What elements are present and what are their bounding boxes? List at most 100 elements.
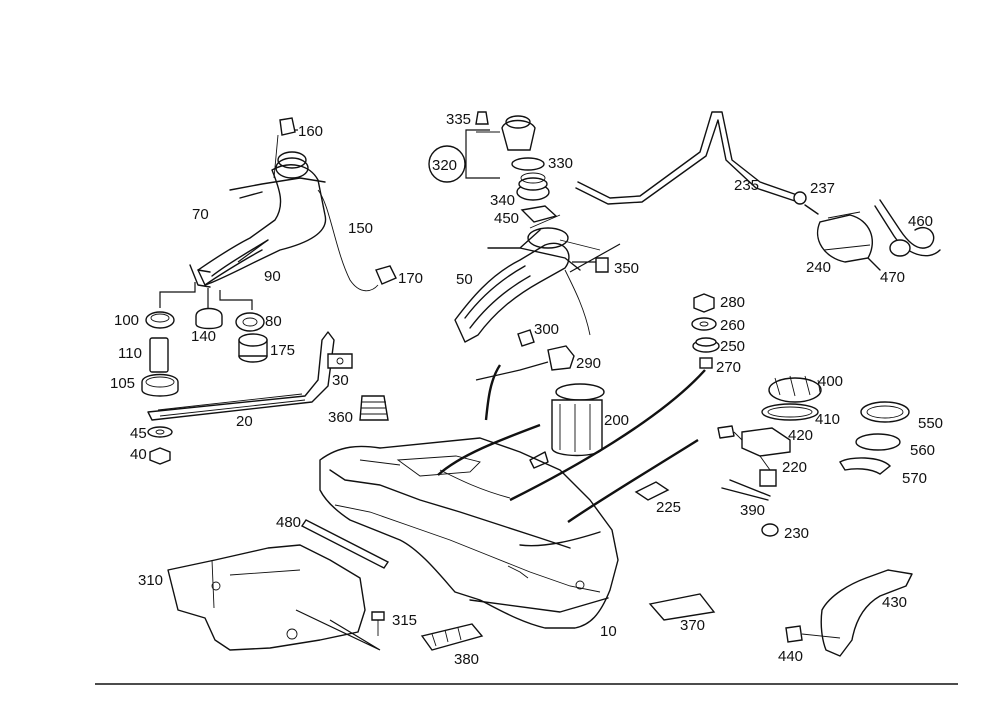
label-460: 460 [908, 213, 933, 230]
fuel-tank-10 [319, 437, 619, 629]
bolt-440 [785, 625, 841, 643]
fuel-pump-200 [529, 383, 605, 469]
pump-290 [475, 345, 575, 381]
label-420: 420 [788, 427, 813, 444]
label-340: 340 [490, 192, 515, 209]
bolt-315 [295, 609, 385, 651]
label-400: 400 [818, 373, 843, 390]
label-350: 350 [614, 260, 639, 277]
clamp-140 [195, 307, 223, 330]
rail-380 [420, 623, 484, 651]
label-380: 380 [454, 651, 479, 668]
label-45: 45 [130, 425, 147, 442]
cap-230 [761, 523, 779, 537]
label-370: 370 [680, 617, 705, 634]
filter-240 [804, 204, 881, 271]
arrow-290-to-tank [484, 364, 502, 421]
label-480: 480 [276, 514, 301, 531]
label-235: 235 [734, 177, 759, 194]
label-70: 70 [192, 206, 209, 223]
vent-line-235 [575, 111, 801, 205]
clamp-100 [145, 311, 175, 329]
label-100: 100 [114, 312, 139, 329]
label-150: 150 [348, 220, 373, 237]
label-300: 300 [534, 321, 559, 338]
label-550: 550 [918, 415, 943, 432]
label-40: 40 [130, 446, 147, 463]
leader-90 [237, 239, 269, 263]
lock-ring-400 [768, 375, 822, 403]
seal-410 [761, 403, 819, 421]
label-440: 440 [778, 648, 803, 665]
label-410: 410 [815, 411, 840, 428]
bracket-320 [428, 129, 500, 183]
label-280: 280 [720, 294, 745, 311]
valve-300 [517, 329, 535, 347]
label-290: 290 [576, 355, 601, 372]
label-30: 30 [332, 372, 349, 389]
filler-neck-50 [454, 214, 601, 343]
seal-550 [860, 401, 910, 423]
clip-170 [375, 265, 397, 285]
label-390: 390 [740, 502, 765, 519]
leader-100 [159, 282, 196, 308]
shield-430 [820, 569, 913, 657]
label-50: 50 [456, 271, 473, 288]
label-320: 320 [432, 157, 457, 174]
clip-335 [475, 111, 500, 133]
sensor-390 [721, 469, 777, 501]
washer-45 [147, 426, 173, 438]
valve-350 [569, 243, 621, 273]
label-237: 237 [810, 180, 835, 197]
label-270: 270 [716, 359, 741, 376]
label-175: 175 [270, 342, 295, 359]
part-labels: 160 150 70 90 170 100 140 80 110 175 105… [110, 111, 943, 668]
label-260: 260 [720, 317, 745, 334]
clip-237 [793, 191, 807, 205]
label-470: 470 [880, 269, 905, 286]
clamp-105 [141, 373, 179, 397]
nut-280 [693, 293, 715, 313]
nut-40 [149, 447, 171, 465]
arrow-270-to-tank [509, 369, 706, 502]
clamp-470 [889, 239, 911, 257]
bracket-30 [327, 353, 353, 369]
seal-340 [516, 172, 550, 201]
label-90: 90 [264, 268, 281, 285]
label-450: 450 [494, 210, 519, 227]
cap-160 [279, 117, 298, 136]
shield-310 [167, 544, 366, 651]
washer-260 [691, 317, 717, 331]
arrow-sender-to-tank [567, 438, 699, 523]
spacer-270 [699, 357, 713, 369]
clamp-80 [235, 312, 265, 332]
label-230: 230 [784, 525, 809, 542]
label-220: 220 [782, 459, 807, 476]
label-570: 570 [902, 470, 927, 487]
filler-neck-assembly-upper-left [189, 134, 379, 292]
bump-stop-360 [359, 395, 389, 421]
bracket-225 [634, 481, 670, 501]
label-80: 80 [265, 313, 282, 330]
label-310: 310 [138, 572, 163, 589]
label-240: 240 [806, 259, 831, 276]
grommet-250 [692, 337, 720, 353]
label-20: 20 [236, 413, 253, 430]
label-170: 170 [398, 270, 423, 287]
arrow-200-to-tank [437, 423, 541, 476]
fuel-sender-220 [717, 425, 791, 471]
label-430: 430 [882, 594, 907, 611]
label-225: 225 [656, 499, 681, 516]
cap-330 [501, 115, 536, 151]
strip-480 [300, 519, 390, 569]
label-110: 110 [118, 345, 142, 362]
plate-370 [648, 593, 716, 621]
ring-330 [511, 157, 545, 171]
hose-460 [874, 199, 941, 257]
label-315: 315 [392, 612, 417, 629]
label-10: 10 [600, 623, 617, 640]
label-200: 200 [604, 412, 629, 429]
sleeve-175 [238, 333, 268, 363]
label-105: 105 [110, 375, 135, 392]
